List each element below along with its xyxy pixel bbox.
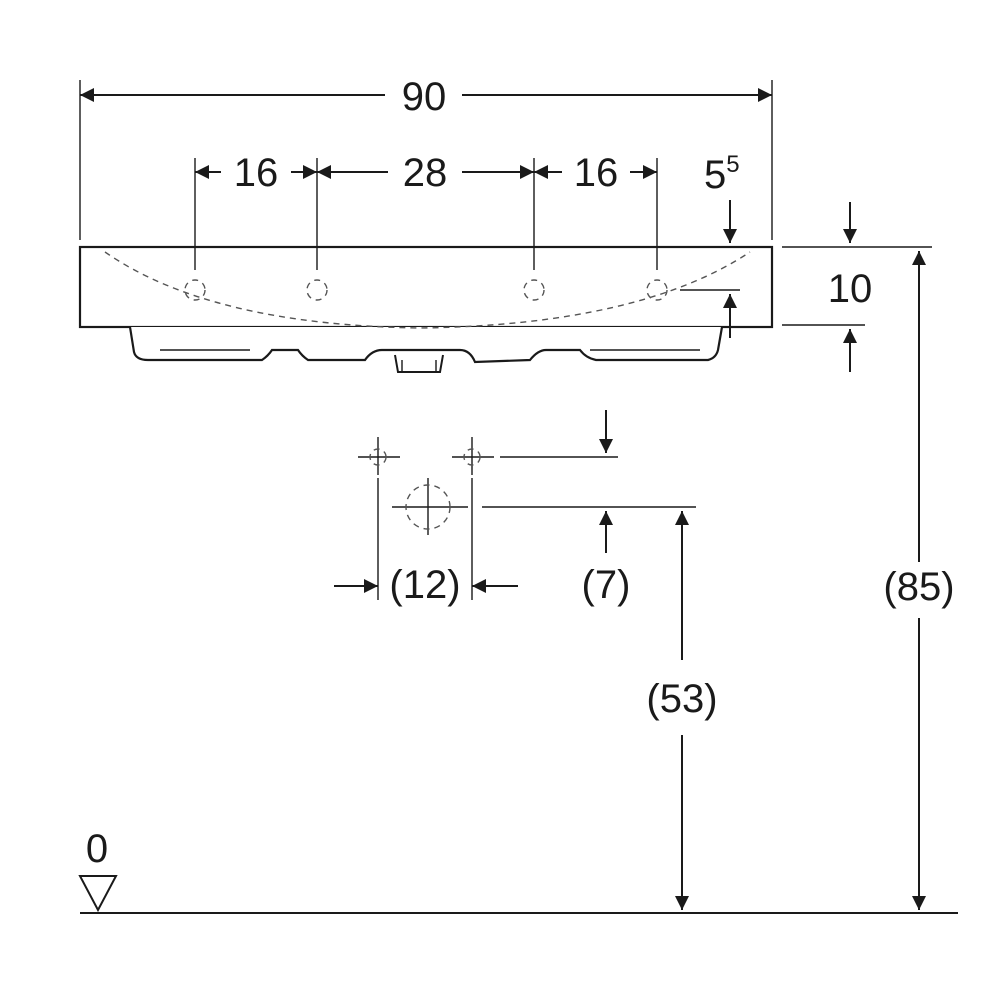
extension-lines bbox=[79, 80, 932, 326]
dim-overall-width: 90 bbox=[80, 75, 772, 119]
dim-label-edge-offset: 55 bbox=[704, 151, 740, 197]
waste-point bbox=[405, 484, 451, 530]
dim-label-hole-right: 16 bbox=[574, 151, 619, 195]
level-marker-icon bbox=[78, 875, 118, 913]
basin-body bbox=[78, 245, 774, 373]
dim-trap-height: (53) bbox=[646, 511, 718, 910]
dim-trap-offset: (7) bbox=[582, 410, 631, 607]
dim-label-rim-height: 10 bbox=[828, 267, 873, 311]
dim-edge-offset: 55 bbox=[704, 151, 740, 338]
dim-label-overall-width: 90 bbox=[402, 75, 447, 119]
dim-hole-spacing: 16 28 16 bbox=[195, 151, 657, 195]
floor-reference: 0 bbox=[78, 827, 958, 914]
dim-label-trap-offset: (7) bbox=[582, 563, 631, 607]
dim-label-hole-left: 16 bbox=[234, 151, 279, 195]
waste-outlet bbox=[394, 354, 444, 373]
floor-level-label: 0 bbox=[86, 827, 108, 871]
dim-rim-height: 10 bbox=[828, 202, 873, 372]
dim-overall-height: (85) bbox=[883, 251, 955, 910]
tap-hole-1 bbox=[184, 279, 206, 301]
tap-hole-3 bbox=[523, 279, 545, 301]
dim-label-overall-height: (85) bbox=[883, 565, 954, 609]
supply-point-left bbox=[369, 448, 387, 466]
dim-label-trap-height: (53) bbox=[646, 677, 717, 721]
dim-label-hole-middle: 28 bbox=[403, 151, 448, 195]
dim-trap-width: (12) bbox=[334, 563, 518, 607]
supply-point-right bbox=[463, 448, 481, 466]
dim-label-trap-width: (12) bbox=[389, 563, 460, 607]
tap-hole-2 bbox=[306, 279, 328, 301]
basin-underside bbox=[128, 326, 724, 364]
tap-hole-4 bbox=[646, 279, 668, 301]
basin-rim bbox=[78, 245, 774, 329]
